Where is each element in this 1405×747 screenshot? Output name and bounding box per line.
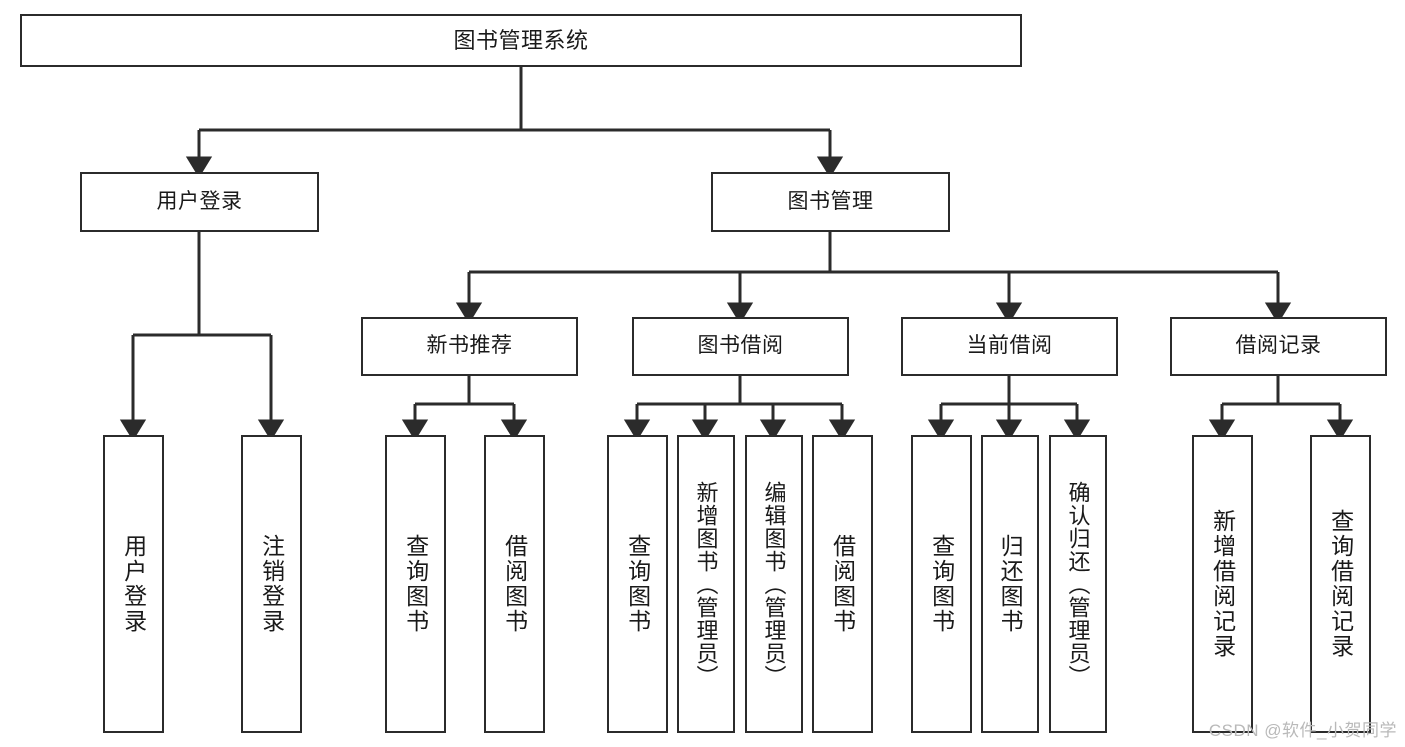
node-label: 用户登录 [156,189,243,213]
node-leaf-query-book-1[interactable]: 查询图书 [385,435,446,733]
node-label: 图书借阅 [697,334,784,358]
node-label: 新增借阅记录 [1209,509,1236,659]
node-label: 用户登录 [120,534,147,634]
node-label: 确认归还（管理员） [1065,480,1091,688]
node-label: 图书管理 [787,189,874,213]
csdn-watermark: CSDN @软件_小贺同学 [1208,721,1397,740]
node-label: 归还图书 [997,534,1024,634]
node-leaf-borrow-book-2[interactable]: 借阅图书 [812,435,873,733]
node-label: 新书推荐 [426,334,513,358]
node-leaf-query-book-3[interactable]: 查询图书 [911,435,972,733]
node-new-book-recommend[interactable]: 新书推荐 [361,317,578,376]
node-leaf-query-book-2[interactable]: 查询图书 [607,435,668,733]
node-label: 借阅图书 [501,534,528,634]
node-leaf-user-login[interactable]: 用户登录 [103,435,164,733]
node-book-borrow[interactable]: 图书借阅 [632,317,849,376]
node-borrow-record[interactable]: 借阅记录 [1170,317,1387,376]
node-label: 查询图书 [928,534,955,634]
node-leaf-confirm-return[interactable]: 确认归还（管理员） [1049,435,1107,733]
node-leaf-add-record[interactable]: 新增借阅记录 [1192,435,1253,733]
node-label: 借阅图书 [829,534,856,634]
node-label: 当前借阅 [966,334,1053,358]
node-label: 借阅记录 [1235,334,1322,358]
node-label: 查询借阅记录 [1327,509,1354,659]
node-leaf-add-book[interactable]: 新增图书（管理员） [677,435,735,733]
node-user-login[interactable]: 用户登录 [80,172,319,232]
node-leaf-return-book[interactable]: 归还图书 [981,435,1039,733]
node-label: 注销登录 [258,534,285,634]
node-leaf-edit-book[interactable]: 编辑图书（管理员） [745,435,803,733]
node-leaf-query-record[interactable]: 查询借阅记录 [1310,435,1371,733]
node-leaf-borrow-book-1[interactable]: 借阅图书 [484,435,545,733]
node-label: 查询图书 [402,534,429,634]
node-root-book-management-system[interactable]: 图书管理系统 [20,14,1022,67]
node-label: 编辑图书（管理员） [761,480,787,688]
node-label: 图书管理系统 [453,27,589,53]
node-leaf-user-logout[interactable]: 注销登录 [241,435,302,733]
node-book-management[interactable]: 图书管理 [711,172,950,232]
node-label: 查询图书 [624,534,651,634]
node-label: 新增图书（管理员） [693,480,719,688]
node-current-borrow[interactable]: 当前借阅 [901,317,1118,376]
